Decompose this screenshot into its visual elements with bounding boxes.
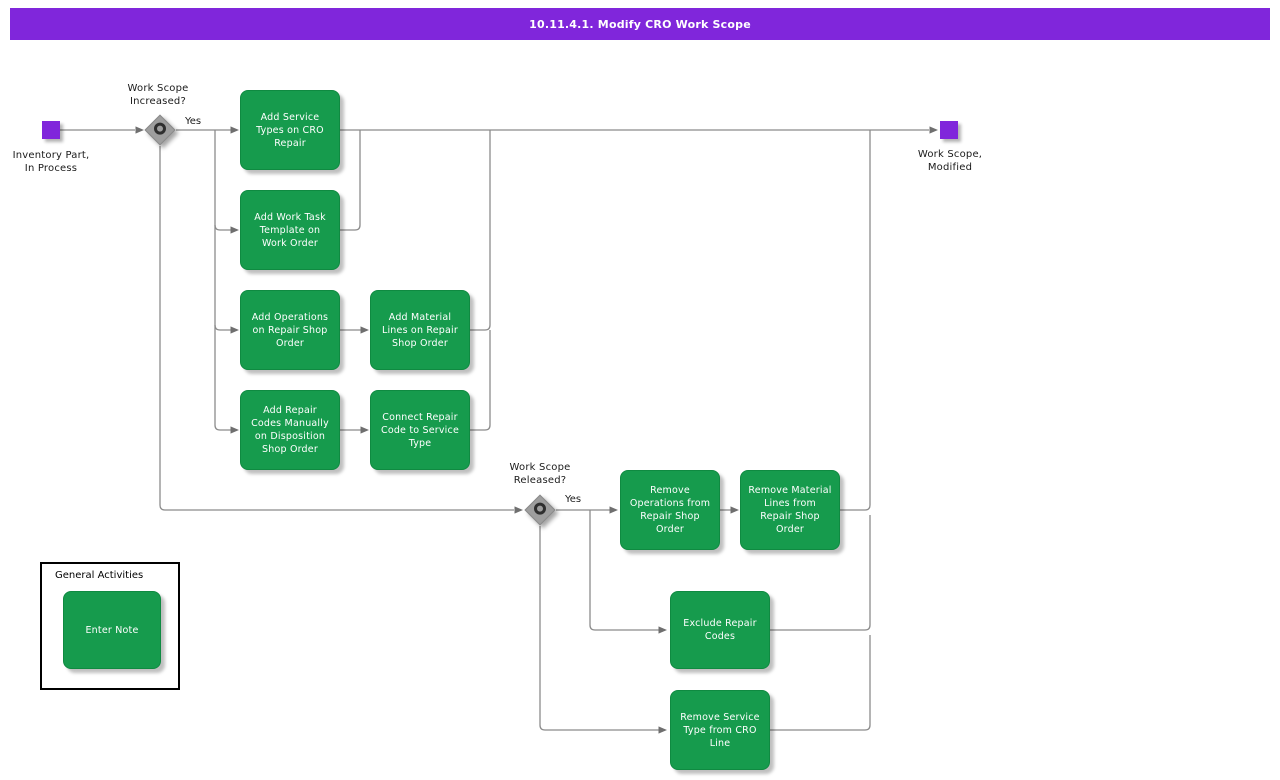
activity-add-work-task-template[interactable]: Add Work Task Template on Work Order (240, 190, 340, 270)
end-node-label: Work Scope, Modified (917, 149, 983, 173)
start-node[interactable] (42, 121, 60, 139)
decision-icon (531, 500, 549, 518)
decision-work-scope-released (524, 494, 556, 526)
activity-remove-service-type[interactable]: Remove Service Type from CRO Line (670, 690, 770, 770)
diagram-title-bar: 10.11.4.1. Modify CRO Work Scope (10, 8, 1270, 40)
activity-add-repair-codes[interactable]: Add Repair Codes Manually on Disposition… (240, 390, 340, 470)
decision-icon (151, 120, 169, 138)
activity-remove-operations[interactable]: Remove Operations from Repair Shop Order (620, 470, 720, 550)
decision2-yes-label: Yes (565, 494, 582, 505)
general-activities-title: General Activities (55, 570, 144, 581)
page-title: 10.11.4.1. Modify CRO Work Scope (529, 17, 751, 31)
general-activities-frame: General Activities Enter Note (40, 562, 180, 690)
activity-add-operations[interactable]: Add Operations on Repair Shop Order (240, 290, 340, 370)
activity-add-material-lines[interactable]: Add Material Lines on Repair Shop Order (370, 290, 470, 370)
activity-remove-material-lines[interactable]: Remove Material Lines from Repair Shop O… (740, 470, 840, 550)
decision-work-scope-released-label: Work Scope Released? (509, 462, 571, 486)
activity-add-service-types[interactable]: Add Service Types on CRO Repair (240, 90, 340, 170)
decision1-yes-label: Yes (185, 116, 202, 127)
start-node-label: Inventory Part, In Process (12, 150, 90, 174)
decision-work-scope-increased-label: Work Scope Increased? (127, 83, 189, 107)
activity-connect-repair-code[interactable]: Connect Repair Code to Service Type (370, 390, 470, 470)
decision-work-scope-increased (144, 114, 176, 146)
activity-enter-note[interactable]: Enter Note (63, 591, 161, 669)
end-node[interactable] (940, 121, 958, 139)
activity-exclude-repair-codes[interactable]: Exclude Repair Codes (670, 591, 770, 669)
